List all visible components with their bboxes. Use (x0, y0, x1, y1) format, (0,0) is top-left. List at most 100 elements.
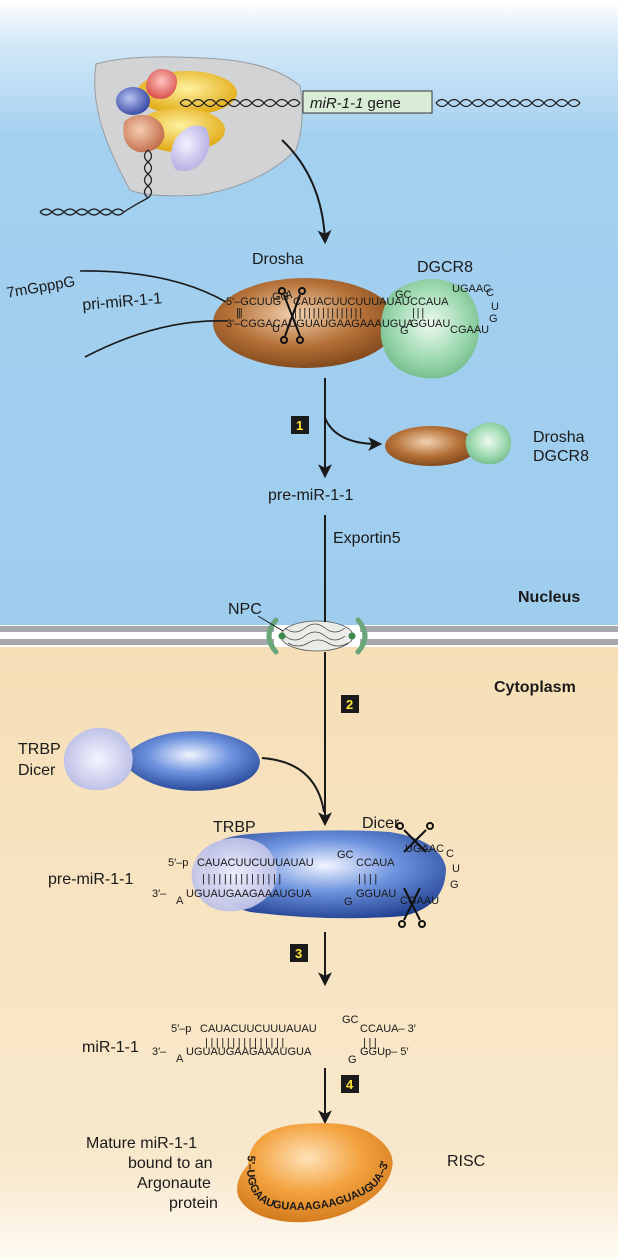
pri-top-gg: GG (272, 291, 289, 303)
risc-caption-line-1: Mature miR-1-1 (86, 1135, 197, 1152)
pri-mirna-tail-top (79, 270, 227, 303)
mat-bot-end: GGUp– 5′ (360, 1046, 409, 1058)
released-dgcr8-label: DGCR8 (533, 448, 589, 465)
pri-loop-c: C (486, 287, 494, 299)
pre-top-end: CCAUA (356, 857, 395, 869)
pri-mirna-tail-bottom (84, 319, 229, 358)
pre-loop-u: U (452, 863, 460, 875)
mat-top-prefix: 5′–p (171, 1023, 191, 1035)
pri-top-a: A (285, 289, 293, 301)
mat-top-end: CCAUA– 3′ (360, 1023, 416, 1035)
drosha-shape (213, 278, 397, 368)
risc-caption-line-3: Argonaute (137, 1175, 211, 1192)
mat-pairs: ||||||||||||||| (205, 1037, 287, 1049)
trbp-shape (191, 837, 277, 912)
free-trbp-shape (63, 727, 133, 791)
mat-top-gc: GC (342, 1014, 359, 1026)
pre-pairs-right: |||| (358, 873, 380, 885)
mat-bot-g: G (348, 1054, 357, 1066)
pri-bot-end: GGUAU (410, 318, 450, 330)
dicer-scissors-icon (396, 822, 434, 928)
nucleus-label: Nucleus (518, 589, 580, 606)
pre-bot-prefix: 3′– (152, 888, 167, 900)
pri-top-prefix: 5′–GCUUG (226, 296, 281, 308)
free-dicer-shape (120, 731, 260, 791)
pre-loop-top: UGAAC (405, 843, 444, 855)
pri-loop-u: U (491, 301, 499, 313)
risc-caption-line-4: protein (169, 1195, 218, 1212)
release-arrow (324, 417, 383, 451)
npc-label: NPC (228, 601, 262, 618)
drosha-label: Drosha (252, 251, 304, 268)
mat-bot-a: A (176, 1053, 184, 1065)
dicer-join-arrow (261, 757, 325, 813)
pri-bot-main: AUGUAUGAAGAAAUGUA (281, 318, 414, 330)
transcription-arrow (281, 139, 332, 245)
released-dgcr8-shape (465, 422, 512, 465)
pri-pairs-right: ||| (412, 307, 426, 319)
pri-pairs-left: ||| (236, 307, 242, 319)
pre-top-gc: GC (337, 849, 354, 861)
pri-mirna-label: pri-miR-1-1 (82, 290, 163, 314)
pre-bot-end: GGUAU (356, 888, 396, 900)
mature-duplex: 5′–p CAUACUUCUUUAUAU GC CCAUA– 3′ ||||||… (152, 1014, 416, 1066)
pri-top-end: CCAUA (410, 296, 449, 308)
dgcr8-shape (380, 278, 480, 379)
pre-top-prefix: 5′–p (168, 857, 188, 869)
pre-mirna-duplex: 5′–p CAUACUUCUUUAUAU GC CCAUA ||||||||||… (152, 843, 460, 908)
mat-pairs-right: ||| (363, 1037, 379, 1049)
pre-loop-bot: CGAAU (400, 895, 439, 907)
pre-mirna-complex-label: pre-miR-1-1 (48, 871, 133, 888)
pri-bot-prefix: 3′–CGGAC (226, 318, 281, 330)
released-drosha-shape (385, 426, 477, 466)
mirna-duplex-label: miR-1-1 (82, 1039, 139, 1056)
free-dicer-label: Dicer (18, 762, 56, 779)
mat-bot-main: UGUAUGAAGAAAUGUA (186, 1046, 312, 1058)
pri-top-gc: GC (395, 289, 412, 301)
pre-loop-g: G (450, 879, 459, 891)
pre-mirna-label: pre-miR-1-1 (268, 487, 353, 504)
released-drosha-label: Drosha (533, 429, 585, 446)
trbp-label: TRBP (213, 819, 256, 836)
pri-loop-g: G (489, 313, 498, 325)
pri-bot-g: G (400, 325, 409, 337)
pre-bot-a: A (176, 895, 184, 907)
transcription-complex (94, 56, 303, 197)
dgcr8-label: DGCR8 (417, 259, 473, 276)
pri-loop-bot: CGAAU (450, 324, 489, 336)
risc-label: RISC (447, 1153, 485, 1170)
dna-helix (39, 98, 581, 216)
npc-leader (257, 615, 284, 632)
argonaute-shape (237, 1123, 393, 1223)
mat-bot-prefix: 3′– (152, 1046, 167, 1058)
step-4-number: 4 (346, 1077, 354, 1092)
nuclear-pore-complex (266, 617, 368, 655)
pri-bot-u: U (272, 323, 280, 335)
mat-top-main: CAUACUUCUUUAUAU (200, 1023, 317, 1035)
pre-bot-g: G (344, 896, 353, 908)
pri-top-main: CAUACUUCUUUAUAU (293, 296, 410, 308)
pre-bot-main: UGUAUGAAGAAAUGUA (186, 888, 312, 900)
pre-pairs: ||||||||||||||| (202, 873, 284, 885)
pri-pairs-mid: ||||||||||||||| (294, 307, 364, 319)
step-3-box (290, 944, 308, 962)
dicer-label: Dicer (362, 815, 400, 832)
step-1-box (291, 416, 309, 434)
pre-top-main: CAUACUUCUUUAUAU (197, 857, 314, 869)
free-trbp-label: TRBP (18, 741, 61, 758)
step-2-box (341, 695, 359, 713)
step-1-number: 1 (296, 418, 303, 433)
exportin-label: Exportin5 (333, 530, 401, 547)
step-4-box (341, 1075, 359, 1093)
risc-caption-line-2: bound to an (128, 1155, 213, 1172)
pri-loop-top: UGAAC (452, 283, 491, 295)
gene-box (302, 90, 433, 114)
scissors-icon (278, 287, 306, 344)
cytoplasm-label: Cytoplasm (494, 679, 576, 696)
step-2-number: 2 (346, 697, 353, 712)
pri-mirna-duplex: 5′–GCUUG GG A CAUACUUCUUUAUAU GC CCAUA |… (226, 283, 499, 337)
step-3-number: 3 (295, 946, 302, 961)
pre-loop-c: C (446, 848, 454, 860)
